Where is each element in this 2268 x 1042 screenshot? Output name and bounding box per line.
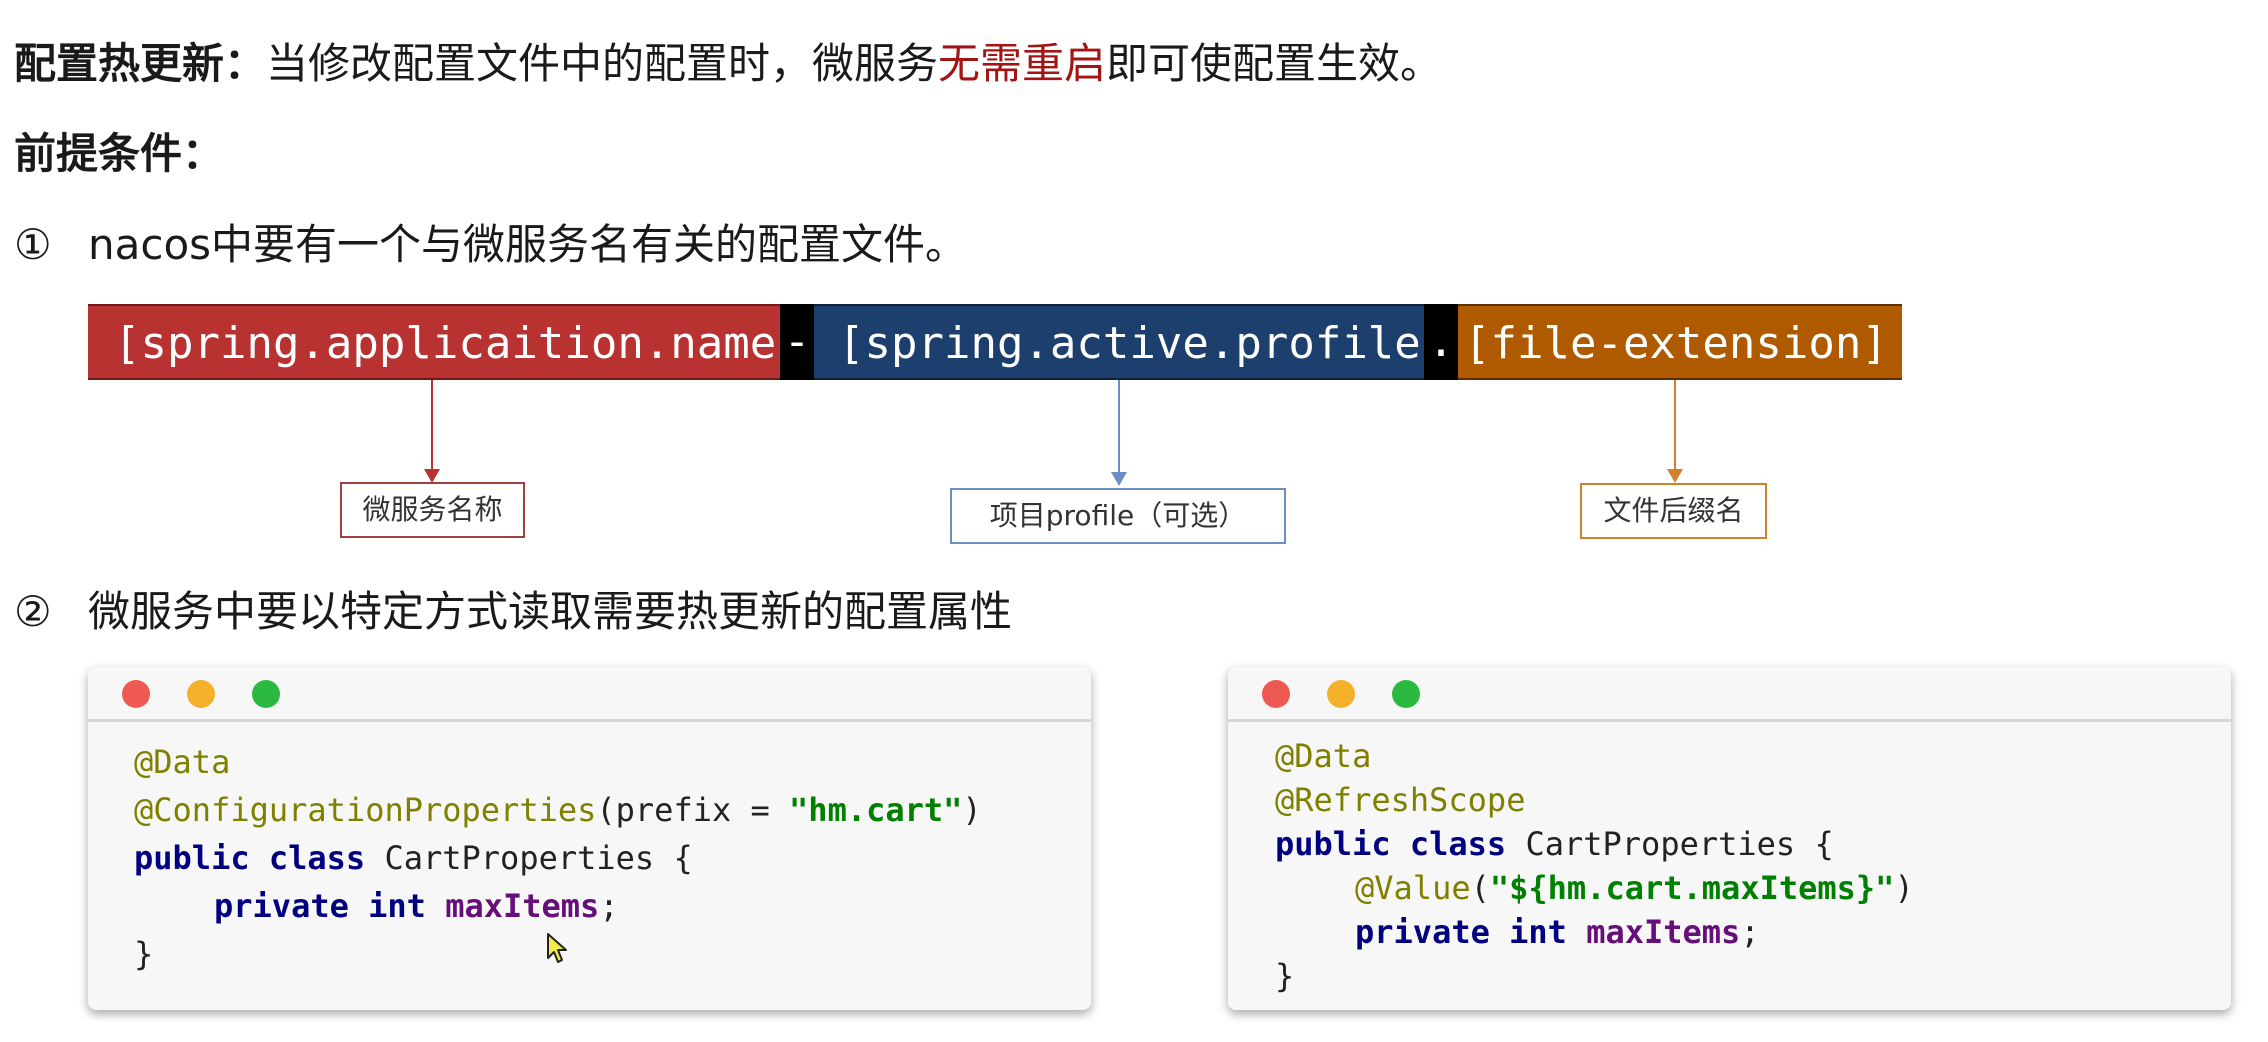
code-line: private int maxItems; (214, 887, 619, 925)
mouse-cursor-icon (547, 933, 567, 963)
code-line: @Data (134, 743, 231, 781)
minimize-dot-icon[interactable] (187, 680, 215, 708)
item2-text: 微服务中要以特定方式读取需要热更新的配置属性 (88, 587, 1013, 636)
code-window-configuration-properties: @Data @ConfigurationProperties(prefix = … (88, 667, 1091, 1010)
item2-marker: ② (14, 587, 52, 636)
hot-update-description: 配置热更新：当修改配置文件中的配置时，微服务无需重启即可使配置生效。 (14, 34, 1442, 94)
code-line: public class CartProperties { (1275, 825, 1834, 863)
maximize-dot-icon[interactable] (252, 680, 280, 708)
arrow-app-name-icon (424, 469, 440, 483)
hot-update-highlight: 无需重启 (938, 39, 1107, 88)
window-titlebar (1228, 667, 2231, 722)
pattern-separator-dash: - (780, 304, 814, 380)
maximize-dot-icon[interactable] (1392, 680, 1420, 708)
close-dot-icon[interactable] (1262, 680, 1290, 708)
hot-update-label: 配置热更新： (14, 39, 267, 88)
label-service-name: 微服务名称 (340, 482, 525, 538)
item1-marker: ① (14, 220, 52, 269)
connector-profile (1118, 380, 1120, 475)
item1-text: nacos中要有一个与微服务名有关的配置文件。 (88, 220, 968, 269)
close-dot-icon[interactable] (122, 680, 150, 708)
pattern-profile: [spring.active.profile] (814, 304, 1424, 380)
code-line: } (134, 935, 154, 973)
hot-update-text-after: 即可使配置生效。 (1106, 39, 1443, 88)
code-line: public class CartProperties { (134, 839, 693, 877)
hot-update-text-before: 当修改配置文件中的配置时，微服务 (266, 39, 939, 88)
connector-extension (1674, 380, 1676, 472)
code-window-refresh-scope: @Data @RefreshScope public class CartPro… (1228, 667, 2231, 1010)
pattern-extension: [file-extension] (1458, 304, 1902, 380)
code-line: @Data (1275, 737, 1372, 775)
arrow-extension-icon (1667, 469, 1683, 483)
label-profile: 项目profile（可选） (950, 488, 1286, 544)
code-line: @ConfigurationProperties(prefix = "hm.ca… (134, 791, 982, 829)
minimize-dot-icon[interactable] (1327, 680, 1355, 708)
label-extension: 文件后缀名 (1580, 483, 1767, 539)
code-line: @RefreshScope (1275, 781, 1526, 819)
code-line: @Value("${hm.cart.maxItems}") (1355, 869, 1914, 907)
arrow-profile-icon (1111, 472, 1127, 486)
connector-app-name (431, 380, 433, 472)
pattern-app-name: [spring.applicaition.name (88, 304, 780, 380)
code-line: private int maxItems; (1355, 913, 1760, 951)
window-titlebar (88, 667, 1091, 722)
pattern-separator-dot: . (1424, 304, 1458, 380)
prerequisite-label: 前提条件： (14, 129, 225, 178)
code-line: } (1275, 957, 1295, 995)
